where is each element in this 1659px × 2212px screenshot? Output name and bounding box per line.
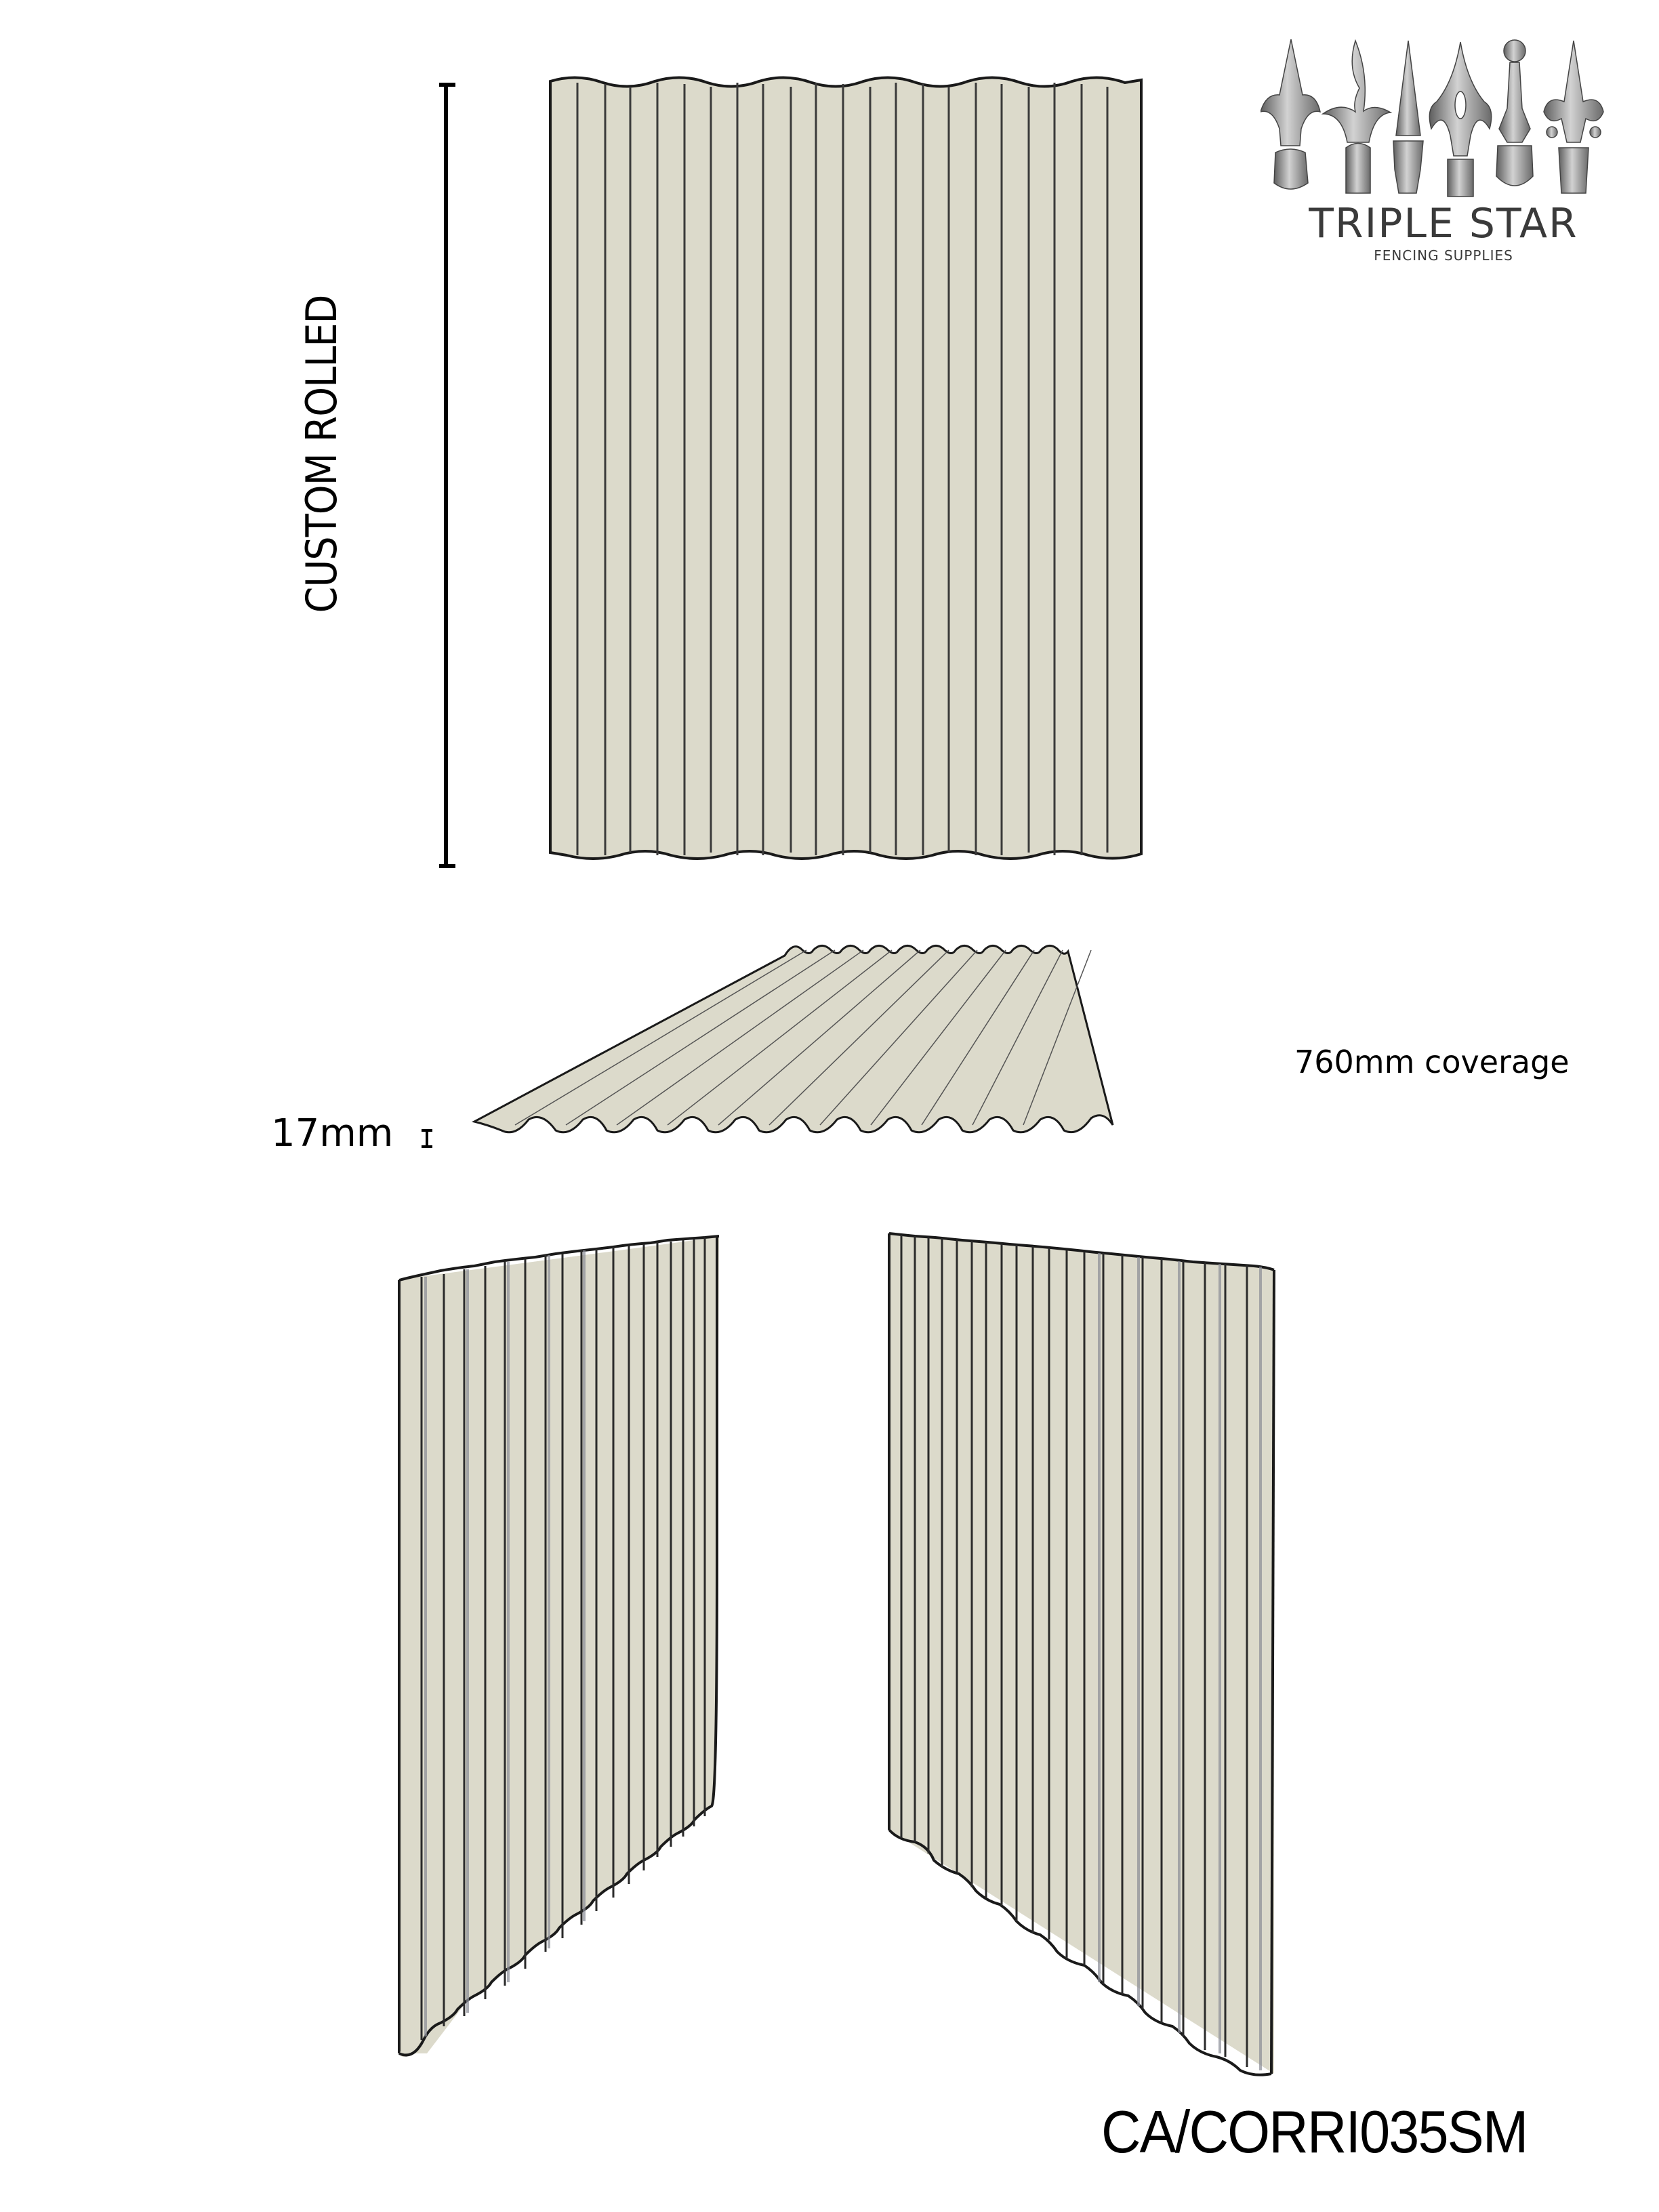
ball-spike-finial-icon (1496, 39, 1534, 186)
product-code: CA/CORRI035SM (1101, 2098, 1528, 2165)
finial-icons (1261, 39, 1604, 197)
flame-finial-icon (1321, 39, 1393, 194)
profile-sheet-outline (471, 945, 1114, 1134)
brand-name: TRIPLE STAR (1309, 200, 1578, 247)
front-sheet-outline (549, 76, 1143, 860)
brand-logo: TRIPLE STAR FENCING SUPPLIES (1261, 27, 1626, 264)
brand-tagline: FENCING SUPPLIES (1374, 247, 1513, 264)
scroll-spear-finial-icon (1543, 40, 1604, 194)
profile-rib-lines (514, 949, 1092, 1126)
thickness-label: 17mm (271, 1111, 394, 1155)
open-fleur-finial-icon (1429, 41, 1492, 197)
fleur-spear-finial-icon (1261, 39, 1322, 190)
spear-point-finial-icon (1393, 40, 1424, 194)
coverage-label: 760mm coverage (1294, 1044, 1570, 1080)
